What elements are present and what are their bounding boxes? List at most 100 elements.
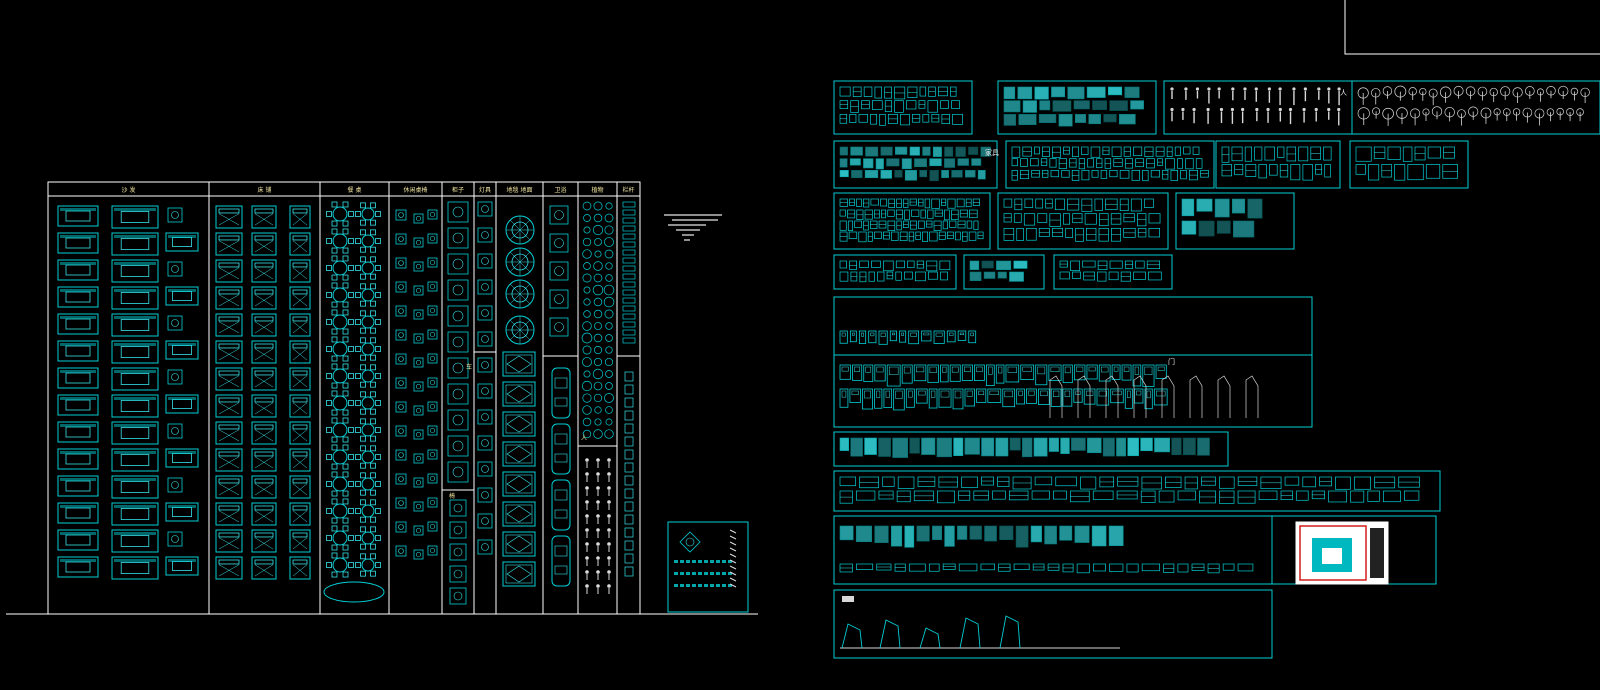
small-symbol xyxy=(449,521,467,539)
panel-decor xyxy=(1349,140,1469,189)
railing-segment xyxy=(622,313,636,320)
symbol-library-panels[interactable] xyxy=(833,80,1600,659)
table-chair xyxy=(355,400,361,406)
door-panel xyxy=(1050,366,1060,373)
person-head xyxy=(1231,87,1235,91)
panel-block-symbols[interactable] xyxy=(839,85,1590,649)
block-symbol xyxy=(1024,198,1034,208)
small-symbol xyxy=(549,205,569,225)
block-symbol xyxy=(1131,169,1141,181)
small-symbol xyxy=(413,549,424,560)
block-symbol xyxy=(1350,490,1365,503)
person-head xyxy=(596,542,600,546)
floorplan-thumbnail[interactable] xyxy=(1295,521,1389,585)
block-symbol xyxy=(1148,227,1160,238)
table-top xyxy=(361,234,375,248)
person-symbol xyxy=(596,556,600,566)
medallion-ray xyxy=(519,329,531,341)
block-symbol xyxy=(957,158,969,166)
column-header-label: 灯具 xyxy=(479,186,491,194)
block-outline xyxy=(289,502,311,526)
bed-block xyxy=(289,313,311,337)
block-detail xyxy=(120,454,150,466)
block-outline xyxy=(215,340,243,364)
symbol-inner xyxy=(452,310,464,322)
small-symbol xyxy=(413,309,424,320)
small-symbol xyxy=(447,461,469,483)
door-leaf xyxy=(1026,388,1037,404)
plant-symbol xyxy=(604,237,614,247)
door-panel xyxy=(854,366,860,372)
block-symbols[interactable] xyxy=(57,201,636,605)
block-detail xyxy=(120,562,150,574)
table-chair xyxy=(342,301,349,308)
railing-post xyxy=(624,540,634,551)
plant-symbol xyxy=(605,334,613,342)
person-head xyxy=(596,514,600,518)
block-symbol xyxy=(904,271,913,280)
block-symbol xyxy=(1158,490,1175,503)
block-symbol xyxy=(855,525,873,543)
door-panel xyxy=(1127,390,1131,398)
plant-symbol xyxy=(605,382,613,390)
bed-block xyxy=(251,502,277,526)
block-hatch xyxy=(218,456,240,469)
door-leaf xyxy=(1144,388,1153,410)
block-pillow xyxy=(254,235,274,241)
door-panel xyxy=(892,332,895,336)
block-pillow xyxy=(292,262,308,268)
table-chair xyxy=(331,220,338,227)
plant-symbol xyxy=(583,262,591,270)
plant-symbol xyxy=(604,249,614,259)
block-pillow xyxy=(254,370,274,376)
small-symbol xyxy=(413,453,424,464)
legend-box[interactable] xyxy=(667,521,749,613)
symbol-outline xyxy=(395,473,407,485)
block-symbol xyxy=(1130,100,1144,110)
table-chair xyxy=(342,328,349,335)
door-panel xyxy=(841,332,846,337)
table-chair xyxy=(331,309,338,316)
person-head xyxy=(585,584,589,588)
door-panel xyxy=(949,332,954,336)
small-symbol xyxy=(395,281,407,293)
block-symbol xyxy=(850,146,863,156)
section-profile xyxy=(1077,375,1091,418)
sofa-block xyxy=(57,232,99,254)
block-outline xyxy=(165,394,199,414)
block-symbol xyxy=(864,437,877,455)
block-symbol xyxy=(980,146,991,157)
person-head xyxy=(1181,107,1185,112)
block-outline xyxy=(57,286,99,308)
door-leaf xyxy=(1002,388,1016,408)
person-head xyxy=(607,528,611,532)
person-head xyxy=(585,528,589,532)
symbol-outline xyxy=(413,261,424,272)
person-symbol xyxy=(607,570,611,580)
bed-block xyxy=(251,475,277,499)
table-block xyxy=(355,337,381,361)
door-leaf xyxy=(921,330,932,342)
door-panel xyxy=(1022,366,1032,372)
block-symbol xyxy=(957,525,968,540)
block-symbol xyxy=(1195,158,1203,169)
block-symbol xyxy=(952,113,963,125)
symbol-inner xyxy=(415,479,422,486)
door-leaf xyxy=(1048,364,1062,381)
symbol-inner xyxy=(481,413,489,421)
table-chair xyxy=(331,444,338,451)
block-symbol xyxy=(951,100,960,109)
block-symbol xyxy=(854,220,862,228)
block-outline xyxy=(215,232,243,256)
table-chair xyxy=(348,400,354,406)
furniture-block-sheet[interactable]: 沙 发床 铺餐 桌休闲桌椅柜子灯具地毯 地面卫浴植物栏杆 椅 车 人 xyxy=(6,181,758,615)
block-hatch xyxy=(292,429,308,442)
person-head xyxy=(607,472,611,476)
block-symbol xyxy=(939,260,951,271)
railing-segment xyxy=(622,321,636,328)
person-head xyxy=(596,486,600,490)
block-back xyxy=(60,343,96,346)
person-head xyxy=(1192,107,1196,112)
person-symbol xyxy=(585,528,589,538)
